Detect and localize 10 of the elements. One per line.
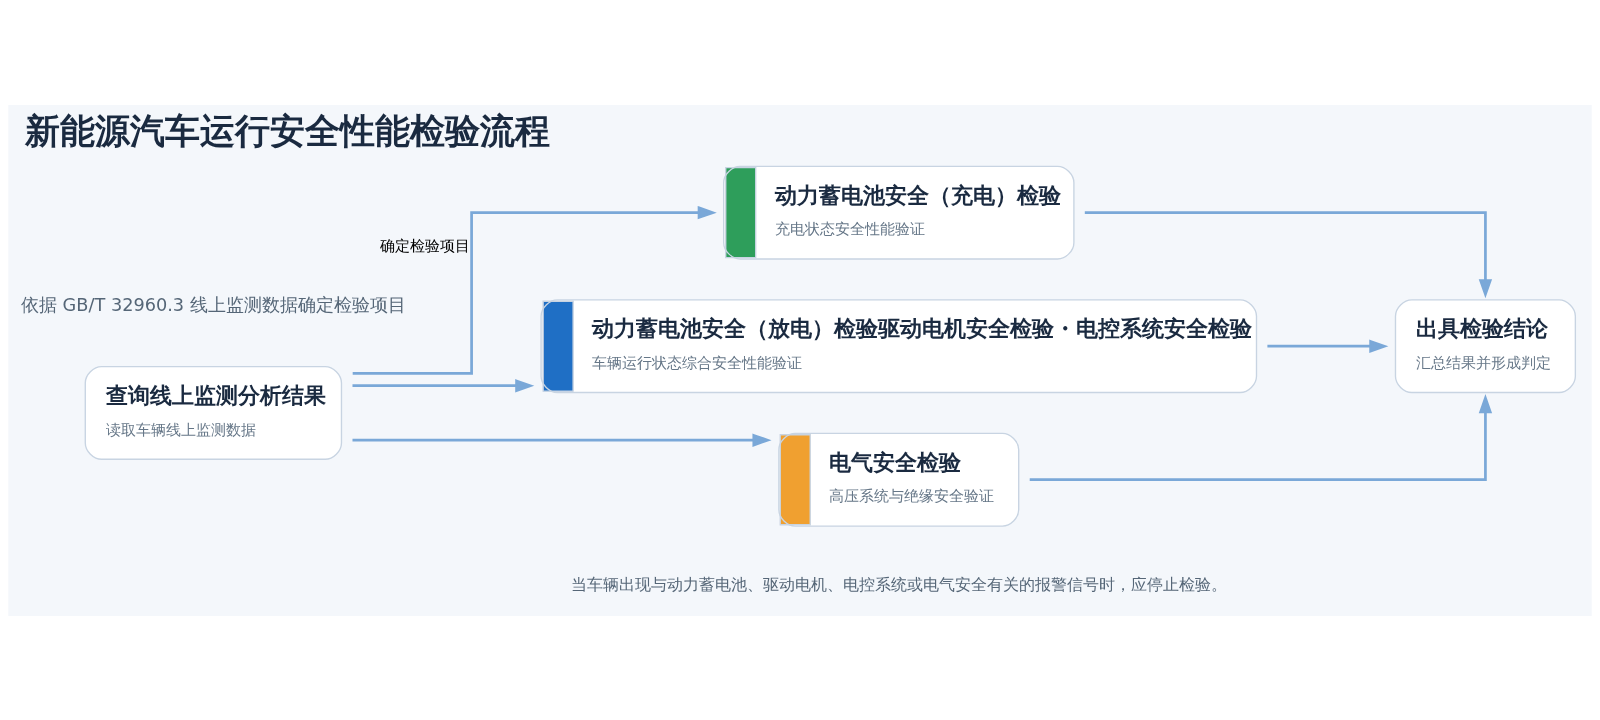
label: 当车辆出现与动力蓄电池、驱动电机、电控系统或电气安全有关的报警信号时，应停止检验。	[570, 574, 1227, 594]
label: 依据 GB/T 32960.3 线上监测数据确定检验项目	[21, 294, 406, 315]
arrow	[1029, 393, 1493, 481]
edge-label: 确定检验项目	[380, 236, 471, 255]
diagram-title: 新能源汽车运行安全性能检验流程	[24, 109, 550, 151]
arrow	[352, 433, 772, 447]
arrow	[1084, 210, 1493, 298]
arrow	[352, 378, 535, 392]
arrow	[352, 205, 717, 375]
arrow	[1267, 339, 1389, 353]
